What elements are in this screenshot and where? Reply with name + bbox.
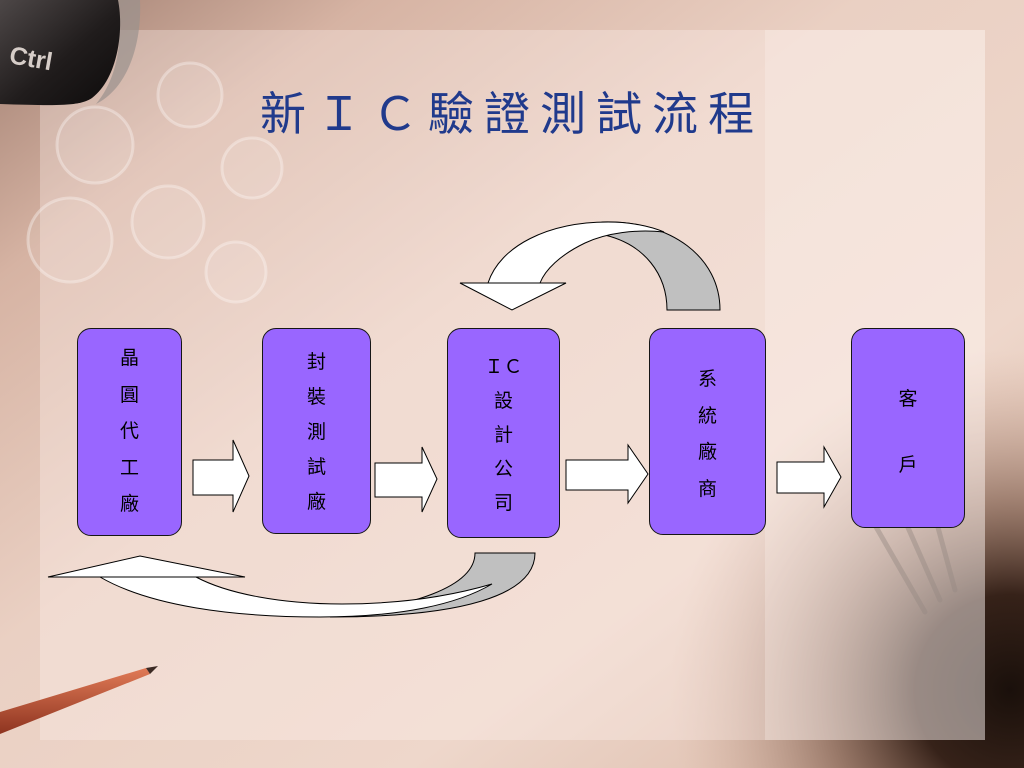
typewriter-key-outline (55, 105, 135, 185)
arrow-band-back (599, 221, 721, 311)
node-label-line: 系 (697, 368, 717, 390)
node-label-line: 試 (306, 456, 326, 478)
node-label-line: 設 (493, 390, 513, 412)
arrow-block (565, 443, 649, 505)
node-label-line: 廠 (119, 493, 139, 515)
arrow-system-vendor-to-customer (776, 445, 842, 509)
typewriter-key-outline (204, 240, 268, 304)
arrow-ic-design-to-system-vendor (565, 443, 649, 505)
typewriter-typebar (869, 517, 928, 615)
node-label-line: 商 (697, 477, 717, 500)
node-label-line: 計 (493, 424, 513, 446)
pencil-tip (146, 666, 158, 674)
pencil-body (0, 668, 150, 734)
node-label-line: 測 (306, 421, 326, 443)
node-ic-design-house: ＩＣ 設 計 公 司 (447, 328, 560, 538)
node-label-line: 廠 (306, 491, 326, 513)
node-label-line: 公 (493, 458, 513, 480)
pencil (0, 666, 158, 734)
typewriter-key-outline (26, 196, 114, 284)
node-system-vendor: 系 統 廠 商 (649, 328, 766, 535)
arrow-band-front (487, 221, 665, 284)
typewriter-key-outline (130, 184, 206, 260)
arrow-block (776, 445, 842, 509)
typewriter-key-outline (220, 136, 284, 200)
arrow-head (47, 555, 246, 578)
node-wafer-foundry: 晶 圓 代 工 廠 (77, 328, 182, 536)
typewriter-keys (26, 61, 284, 304)
arrow-packaging-to-ic-design (374, 446, 438, 513)
node-label-line: 司 (493, 492, 513, 514)
node-label-line: 晶 (119, 347, 139, 369)
curved-arrow-ic-design-to-foundry (47, 552, 536, 618)
node-label-line: 統 (697, 404, 717, 427)
curved-arrow-system-vendor-to-ic-design (459, 221, 721, 311)
node-customer: 客 戶 (851, 328, 965, 528)
typewriter-key-outline (156, 61, 224, 129)
node-label-line: 圓 (119, 383, 139, 406)
node-label-line: 代 (119, 420, 139, 442)
node-label-line: 廠 (697, 441, 717, 463)
arrow-block (192, 439, 250, 513)
node-packaging-test-house: 封 裝 測 試 廠 (262, 328, 371, 534)
ctrl-key-bevel (96, 0, 141, 104)
arrow-band-front (98, 576, 493, 618)
node-label-line: 封 (306, 351, 326, 373)
ctrl-key: Ctrl (0, 0, 141, 106)
node-label-line: ＩＣ (484, 356, 523, 378)
node-label-line: 裝 (306, 386, 326, 408)
node-label-line: 客 (898, 388, 918, 410)
ctrl-key-cap (0, 0, 121, 106)
slide-title: 新ＩＣ驗證測試流程 (260, 87, 764, 141)
node-label-line: 戶 (898, 454, 918, 476)
arrow-block (374, 446, 438, 513)
arrow-foundry-to-packaging (192, 439, 250, 513)
arrow-head (459, 282, 567, 311)
node-label-line: 工 (119, 456, 139, 479)
